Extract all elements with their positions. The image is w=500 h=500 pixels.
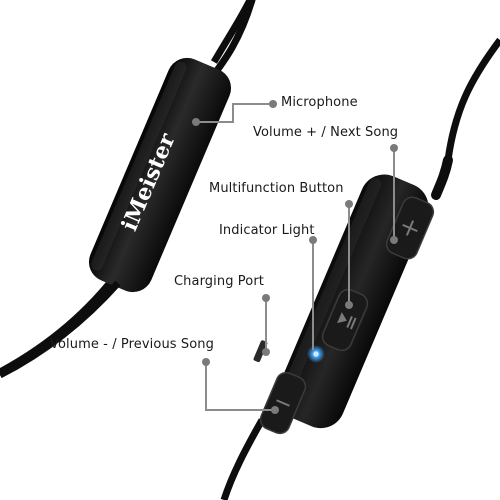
left-cable-top — [210, 0, 254, 64]
indicator-label: Indicator Light — [219, 223, 315, 238]
microphone-label: Microphone — [281, 95, 358, 110]
left-module — [88, 57, 232, 293]
volume-up-label: Volume + / Next Song — [253, 125, 399, 140]
multifunction-label: Multifunction Button — [209, 181, 344, 196]
leader-lines — [196, 103, 395, 411]
right-cable-bottom — [220, 418, 266, 500]
charging-port-label: Charging Port — [174, 274, 264, 289]
charging-port — [253, 340, 268, 363]
left-cable-exit — [0, 280, 121, 379]
right-cable-top — [444, 37, 500, 161]
volume-down-label: Volume - / Previous Song — [50, 337, 214, 352]
volume-up-button — [385, 196, 435, 260]
multifunction-button — [321, 288, 369, 352]
volume-down-button — [259, 371, 307, 435]
